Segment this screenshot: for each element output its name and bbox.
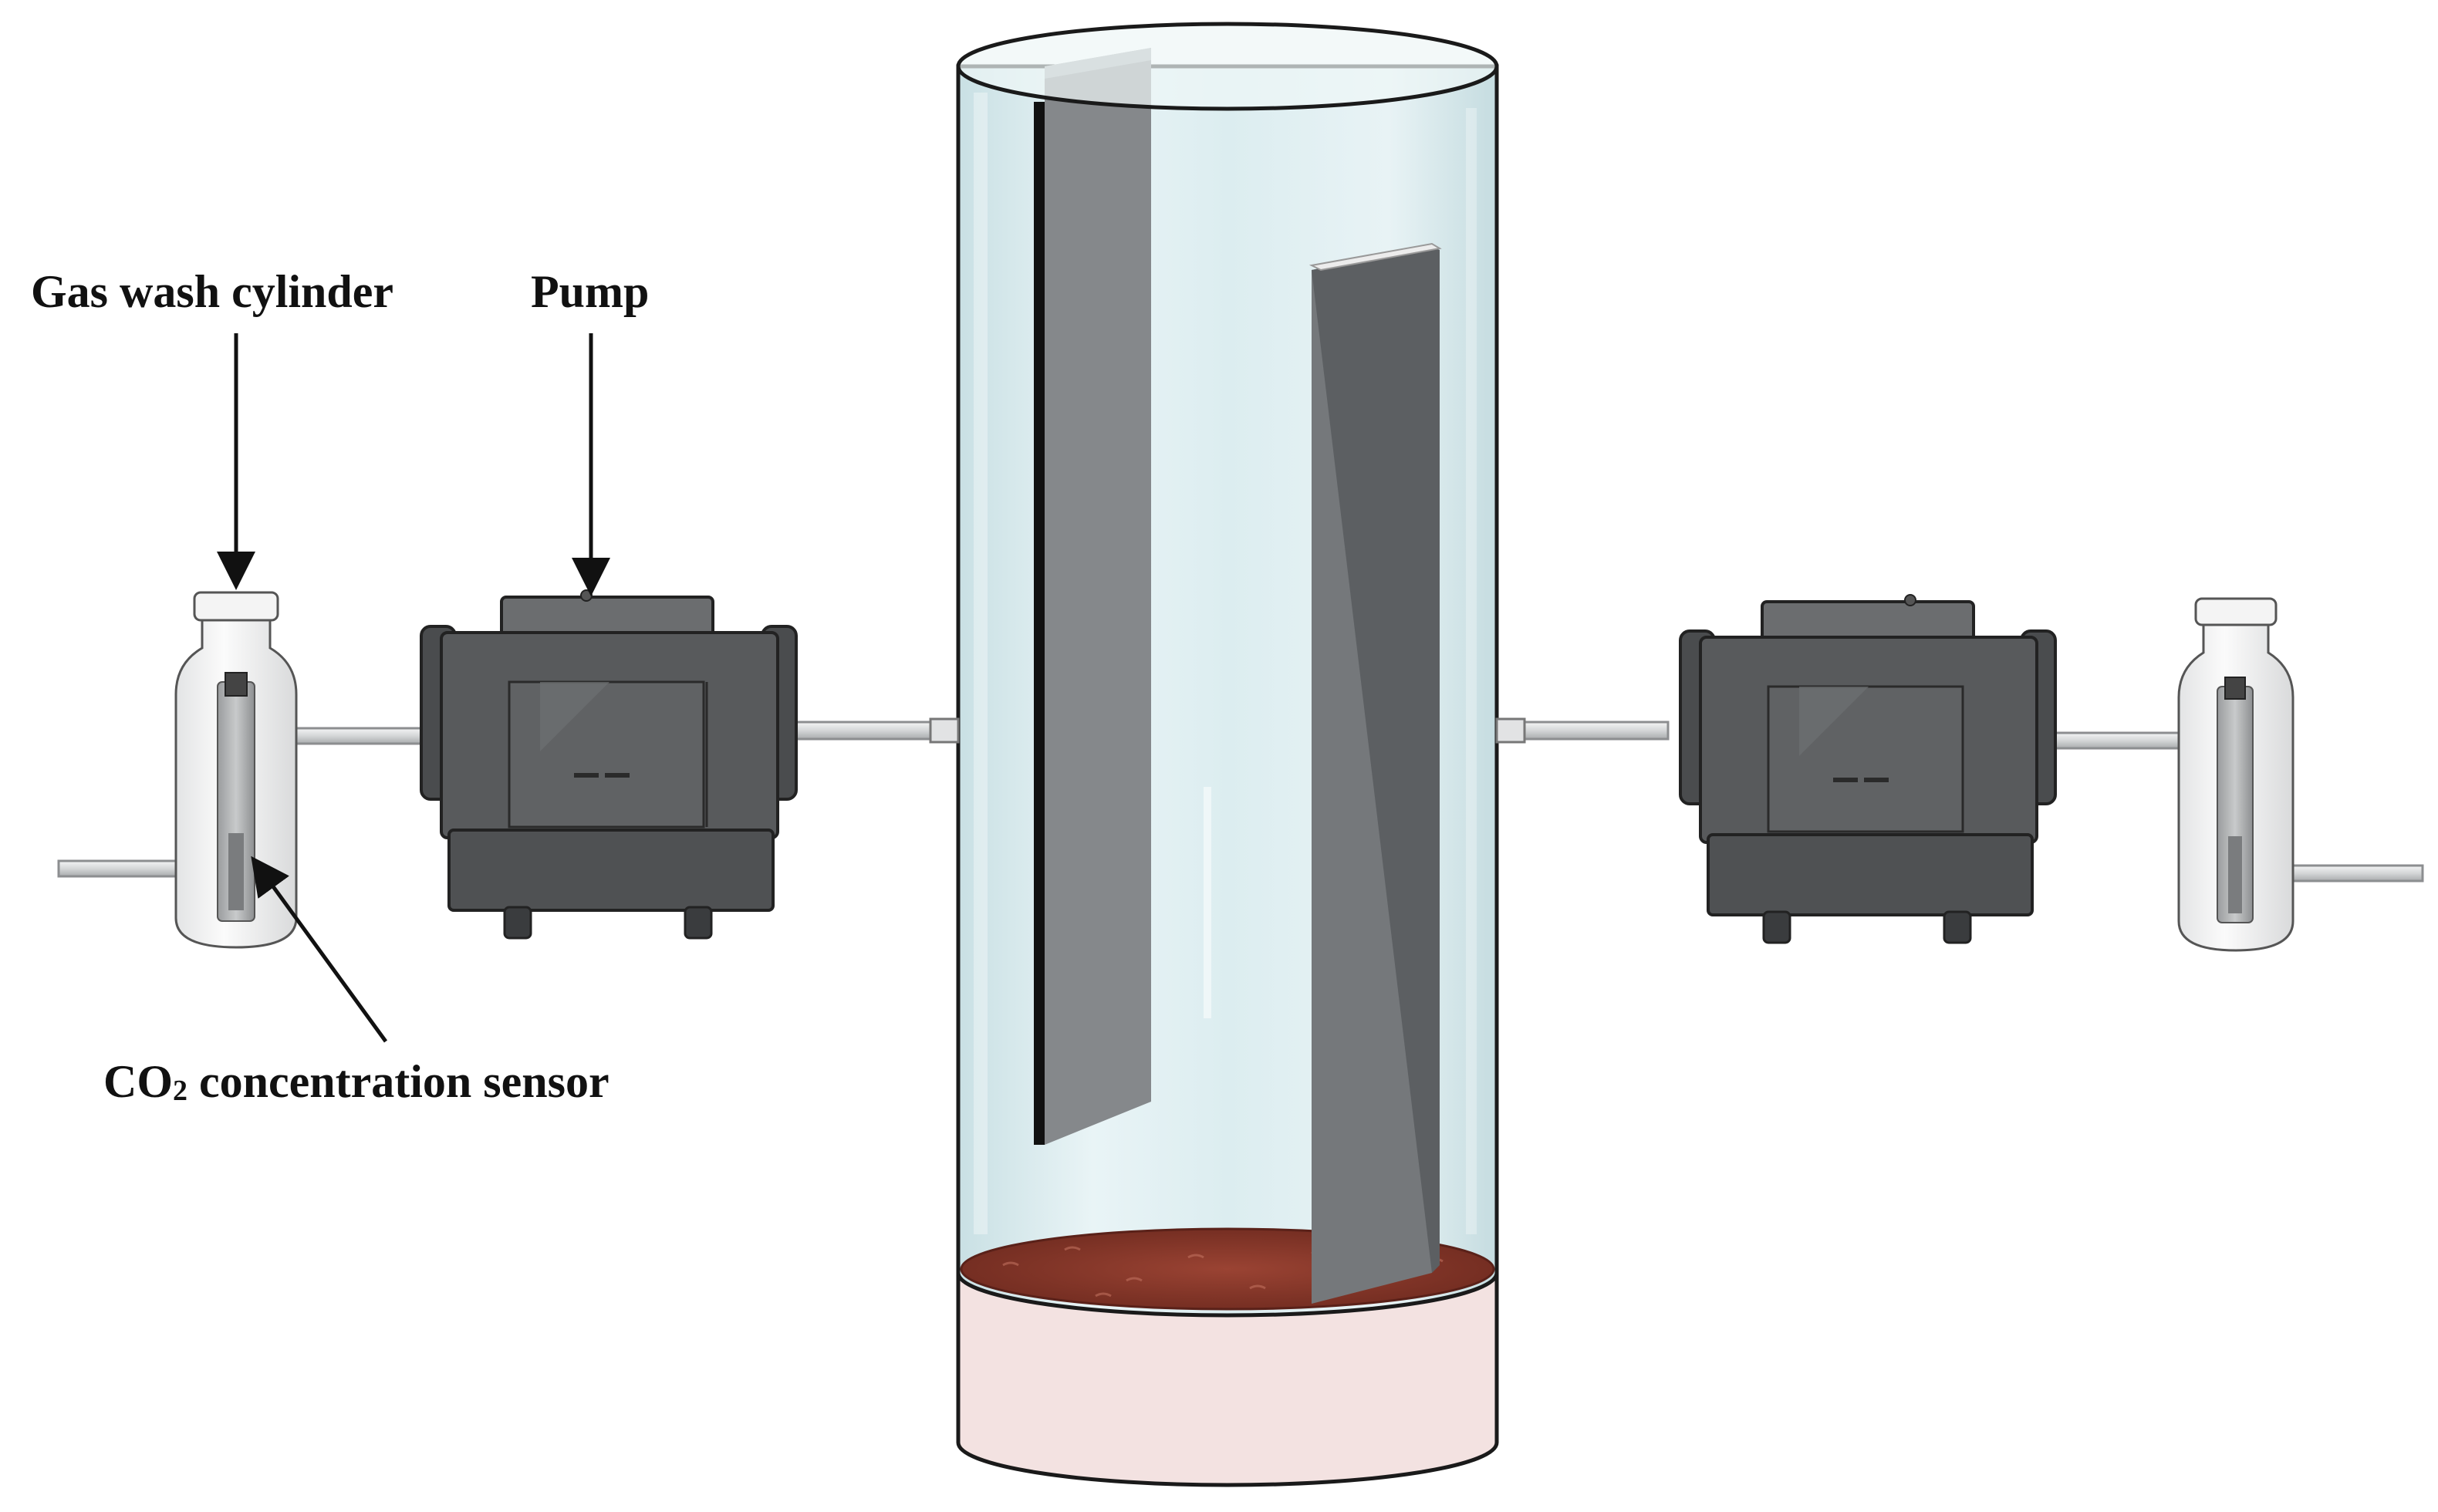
right-pump-foot-1 [1762, 910, 1791, 944]
left-pump [420, 589, 798, 940]
right-pump-top-screw [1904, 594, 1916, 606]
right-pump-panel-shine [1799, 687, 1869, 756]
left-sensor-window [228, 833, 244, 910]
partition-plate-back [1034, 48, 1151, 1145]
soil-chamber [929, 22, 1526, 1487]
co2-sensor-label: CO2 concentration sensor [103, 1058, 610, 1105]
pointer-arrows [217, 333, 610, 1043]
left-pump-panel [508, 680, 705, 829]
right-bottle-cap [2194, 597, 2278, 626]
left-bottle-to-pump-pipe [275, 727, 424, 745]
glass-highlight-3 [1466, 108, 1477, 1234]
right-gas-wash-cylinder [2177, 597, 2294, 952]
right-pump-panel [1767, 685, 1964, 833]
left-pump-panel-shine [540, 682, 610, 751]
left-gas-wash-cylinder [174, 591, 298, 949]
right-pump [1679, 594, 2057, 944]
sensor-arrow [251, 856, 388, 1043]
left-sensor-cap [225, 672, 248, 697]
left-pump-top-screw [580, 589, 593, 602]
right-pump-base [1707, 833, 2034, 916]
gas-wash-cylinder-label: Gas wash cylinder [31, 266, 394, 317]
pump-label: Pump [531, 266, 650, 317]
right-pump-indicator-1 [1833, 778, 1858, 782]
left-pump-indicator-2 [605, 773, 630, 778]
co2-sensor-label-subscript: 2 [173, 1075, 187, 1107]
left-pump-base [447, 829, 775, 912]
left-pump-foot-2 [684, 906, 713, 940]
chamber-left-port [929, 717, 960, 744]
partition-plate-front [1308, 242, 1442, 1304]
co2-sensor-label-prefix: CO [103, 1056, 173, 1107]
right-sensor-window [2228, 836, 2242, 913]
right-pump-foot-2 [1943, 910, 1972, 944]
left-pump-foot-1 [503, 906, 532, 940]
chamber-base [956, 1271, 1499, 1487]
glass-highlight-2 [1204, 787, 1211, 1018]
left-pump-indicator-1 [574, 773, 599, 778]
left-bottle-cap [193, 591, 279, 622]
right-pump-indicator-2 [1864, 778, 1889, 782]
right-pump-to-bottle-pipe [2051, 731, 2193, 750]
chamber-top-rim [956, 22, 1499, 111]
chamber-base-rim [957, 1272, 1498, 1317]
right-sensor-cap [2224, 677, 2246, 700]
chamber-right-port [1495, 717, 1526, 744]
co2-sensor-label-suffix: concentration sensor [187, 1056, 610, 1107]
glass-highlight-1 [974, 93, 988, 1234]
